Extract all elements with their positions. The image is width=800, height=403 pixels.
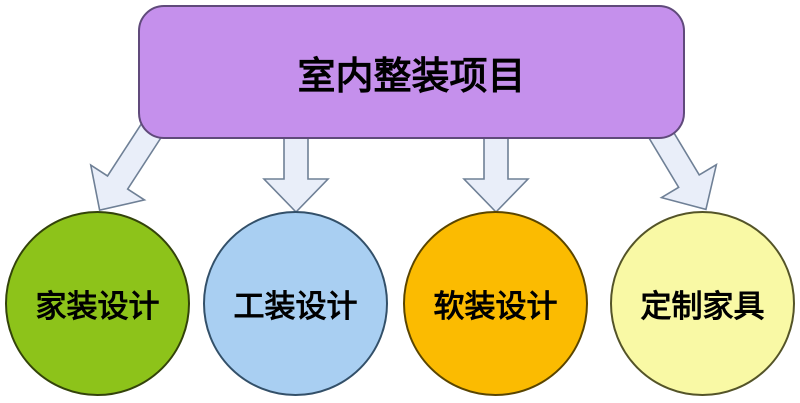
arrow-down-icon [262, 137, 330, 214]
node-label: 家装设计 [35, 289, 160, 325]
arrow-down-left-icon [89, 120, 165, 212]
node-label: 定制家具 [640, 289, 765, 325]
arrow-down-icon [462, 137, 530, 214]
node-custom-furniture: 定制家具 [610, 211, 795, 396]
node-home-decoration-design: 家装设计 [5, 211, 190, 396]
header-label: 室内整装项目 [297, 53, 526, 98]
node-soft-furnishing-design: 软装设计 [403, 211, 588, 396]
node-label: 工装设计 [233, 289, 358, 325]
node-commercial-decoration-design: 工装设计 [203, 211, 388, 396]
node-label: 软装设计 [433, 289, 558, 325]
header-node-interior-renovation-project: 室内整装项目 [138, 5, 685, 139]
